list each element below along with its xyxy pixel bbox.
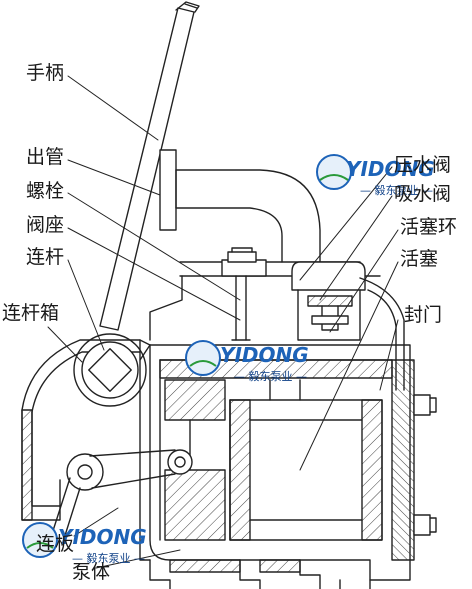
watermark-logo-bottom: YIDONG — 毅东泵业 —: [22, 522, 147, 565]
base: [149, 559, 371, 589]
label-pump-body: 泵体: [72, 561, 111, 583]
watermark-logo-mid: YIDONG — 毅东泵业 —: [185, 340, 309, 383]
connecting-rod-link: [29, 449, 176, 546]
label-seal-door: 封门: [404, 304, 443, 326]
label-handle: 手柄: [26, 62, 65, 84]
valve-housing: [291, 261, 405, 391]
crank: [73, 333, 147, 407]
pump-body-outline: [139, 344, 411, 581]
label-suction-valve: 吸水阀: [394, 183, 452, 205]
bolt: [231, 275, 251, 341]
label-bolt: 螺栓: [26, 180, 65, 202]
handle-bar: [99, 1, 200, 331]
svg-text:— 毅东泵业 —: — 毅东泵业 —: [360, 183, 433, 197]
svg-text:YIDONG: YIDONG: [58, 525, 147, 549]
seal-door: [391, 359, 437, 561]
svg-text:YIDONG: YIDONG: [346, 157, 435, 181]
piston-chamber: [164, 379, 226, 541]
label-connecting-rod: 连杆: [26, 246, 65, 268]
leader-lines: [47, 75, 399, 569]
label-connecting-plate: 连板: [36, 533, 75, 555]
outlet-pipe: [159, 149, 321, 277]
label-valve-seat: 阀座: [26, 214, 65, 236]
svg-text:— 毅东泵业 —: — 毅东泵业 —: [234, 369, 307, 383]
label-piston-ring: 活塞环: [400, 216, 458, 238]
watermark-logo-top: YIDONG — 毅东泵业 —: [316, 154, 435, 197]
rod-box: [21, 339, 151, 561]
label-pressure-valve: 压水阀: [394, 154, 452, 176]
label-outlet-pipe: 出管: [26, 146, 65, 168]
svg-text:— 毅东泵业 —: — 毅东泵业 —: [72, 551, 145, 565]
label-rod-box: 连杆箱: [2, 302, 60, 324]
label-piston: 活塞: [400, 248, 439, 270]
svg-text:YIDONG: YIDONG: [220, 343, 309, 367]
